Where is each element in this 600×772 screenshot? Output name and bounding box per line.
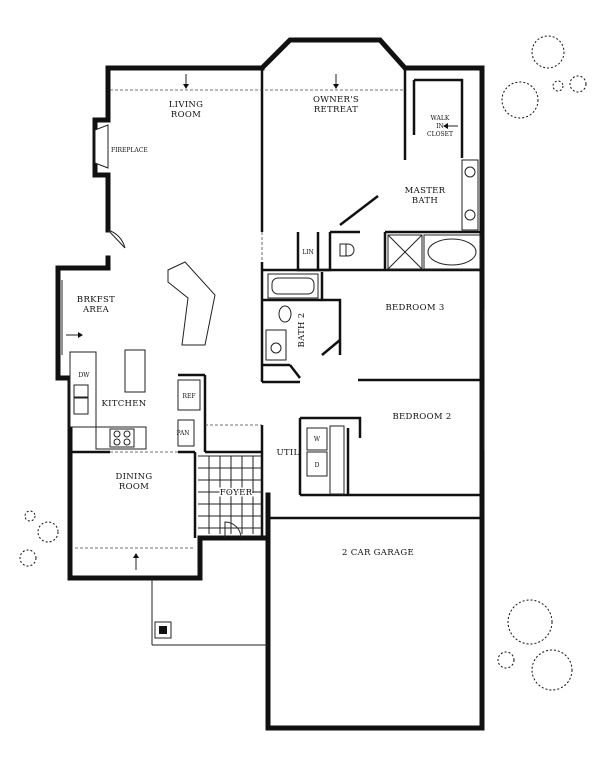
room-labels: LIVING ROOM OWNER'S RETREAT WALK IN CLOS…	[77, 95, 453, 558]
label-brkfst-1: BRKFST	[77, 295, 115, 305]
label-bath2: BATH 2	[297, 313, 307, 348]
label-bedroom3: BEDROOM 3	[385, 303, 444, 313]
label-living-1: LIVING	[169, 100, 204, 110]
label-fireplace: FIREPLACE	[111, 147, 148, 154]
label-dining-1: DINING	[116, 472, 153, 482]
label-walkin-2: IN	[436, 123, 444, 130]
label-dw: DW	[79, 372, 91, 379]
label-bedroom2: BEDROOM 2	[392, 412, 451, 422]
label-brkfst-2: AREA	[82, 305, 110, 315]
label-lin: LIN	[302, 249, 314, 256]
label-living-2: ROOM	[171, 110, 201, 120]
label-kitchen: KITCHEN	[101, 399, 146, 409]
dashed-openings	[75, 89, 405, 646]
label-masterbath-1: MASTER	[405, 186, 446, 196]
foyer-tiles	[198, 455, 262, 534]
interior-walls	[70, 68, 482, 538]
fixtures	[61, 124, 485, 639]
label-dining-2: ROOM	[119, 482, 149, 492]
label-masterbath-2: BATH	[412, 196, 438, 206]
label-dryer: D	[315, 462, 320, 469]
label-garage: 2 CAR GARAGE	[342, 548, 414, 558]
label-pan: PAN	[176, 430, 189, 437]
label-washer: W	[314, 436, 321, 443]
label-owners-1: OWNER'S	[313, 95, 359, 105]
label-owners-2: RETREAT	[314, 105, 358, 115]
label-walkin-3: CLOSET	[427, 131, 453, 138]
label-walkin-1: WALK	[431, 115, 450, 122]
exterior-walls	[55, 37, 485, 731]
label-ref: REF	[182, 393, 195, 400]
landscape-trees	[19, 35, 587, 691]
label-foyer: FOYER	[220, 488, 253, 498]
label-util: UTIL	[276, 448, 299, 458]
